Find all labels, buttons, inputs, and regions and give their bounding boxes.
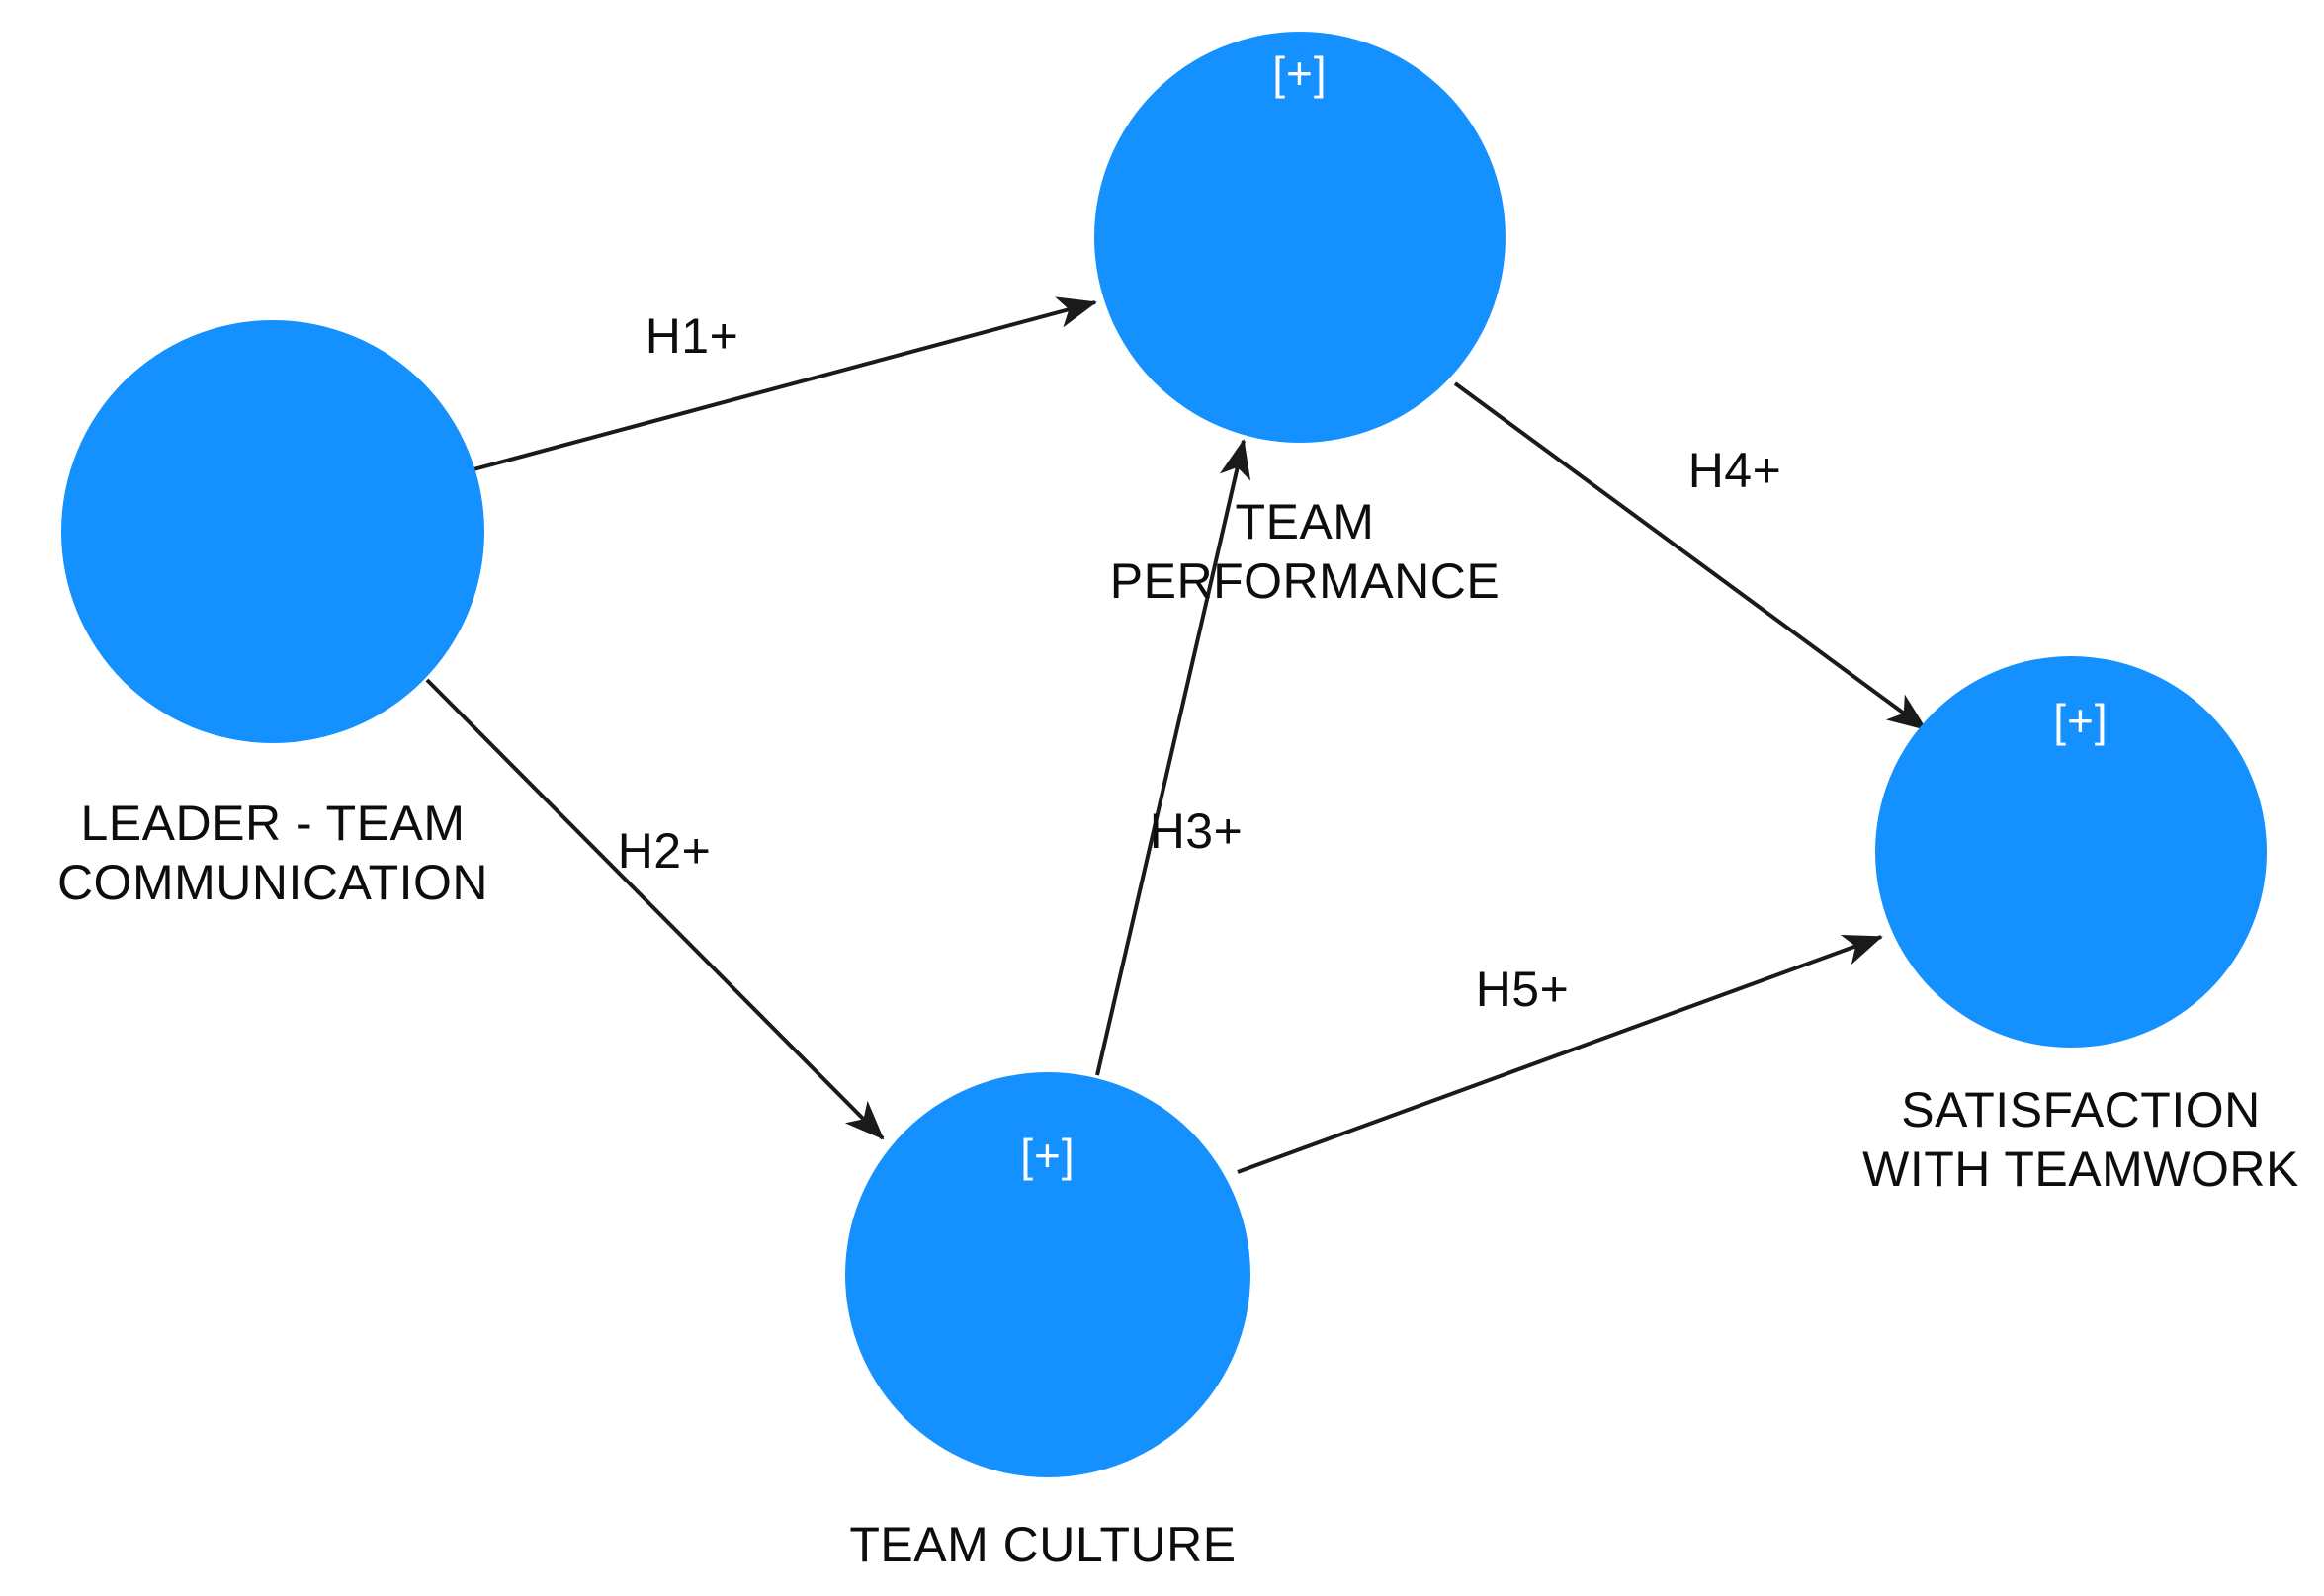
edge-h3-line [1095,439,1251,1076]
node-label-satisfaction-with-teamwork-line2: WITH TEAMWORK [1862,1141,2299,1197]
node-label-team-performance-line2: PERFORMANCE [1110,553,1500,609]
edge-h1-label: H1+ [646,308,739,364]
node-label-leader-team-communication-line1: LEADER - TEAM [81,796,466,851]
edge-h4-label: H4+ [1688,443,1782,498]
node-satisfaction-with-teamwork[interactable]: [+] SATISFACTION WITH TEAMWORK [1862,656,2299,1197]
edge-h5-label: H5+ [1476,962,1570,1017]
node-team-performance[interactable]: [+] TEAM PERFORMANCE [1094,32,1506,609]
nodes-group: [+] LEADER - TEAM COMMUNICATION [+] TEAM… [57,32,2299,1572]
edge-h3: H3+ [1095,439,1251,1076]
edge-h1-line [462,296,1097,474]
edge-h2-label: H2+ [618,823,712,879]
edge-h4: H4+ [1453,381,1928,731]
node-label-leader-team-communication-line2: COMMUNICATION [57,855,488,910]
edge-h3-label: H3+ [1150,803,1244,859]
edge-h4-line [1453,381,1928,731]
edge-h5-line [1237,935,1883,1174]
node-circle-leader-team-communication[interactable] [61,320,484,743]
edge-h2-line [425,678,885,1140]
edge-h2: H2+ [425,678,885,1140]
node-label-satisfaction-with-teamwork-line1: SATISFACTION [1901,1082,2260,1137]
node-leader-team-communication[interactable]: [+] LEADER - TEAM COMMUNICATION [57,255,488,910]
node-label-team-culture-line1: TEAM CULTURE [849,1517,1236,1572]
edge-h5: H5+ [1237,935,1883,1174]
node-team-culture[interactable]: [+] TEAM CULTURE [845,1072,1250,1572]
node-sign-satisfaction-with-teamwork: [+] [2053,695,2108,746]
node-circle-team-performance[interactable] [1094,32,1506,443]
edges-group: H1+ H2+ H3+ H4+ H5+ [425,296,1928,1174]
node-sign-leader-team-communication: [+] [245,255,300,306]
node-circle-satisfaction-with-teamwork[interactable] [1875,656,2267,1048]
node-sign-team-performance: [+] [1272,47,1327,99]
edge-h1: H1+ [462,296,1097,474]
node-label-team-performance-line1: TEAM [1236,494,1375,549]
node-sign-team-culture: [+] [1020,1130,1075,1181]
node-circle-team-culture[interactable] [845,1072,1250,1477]
